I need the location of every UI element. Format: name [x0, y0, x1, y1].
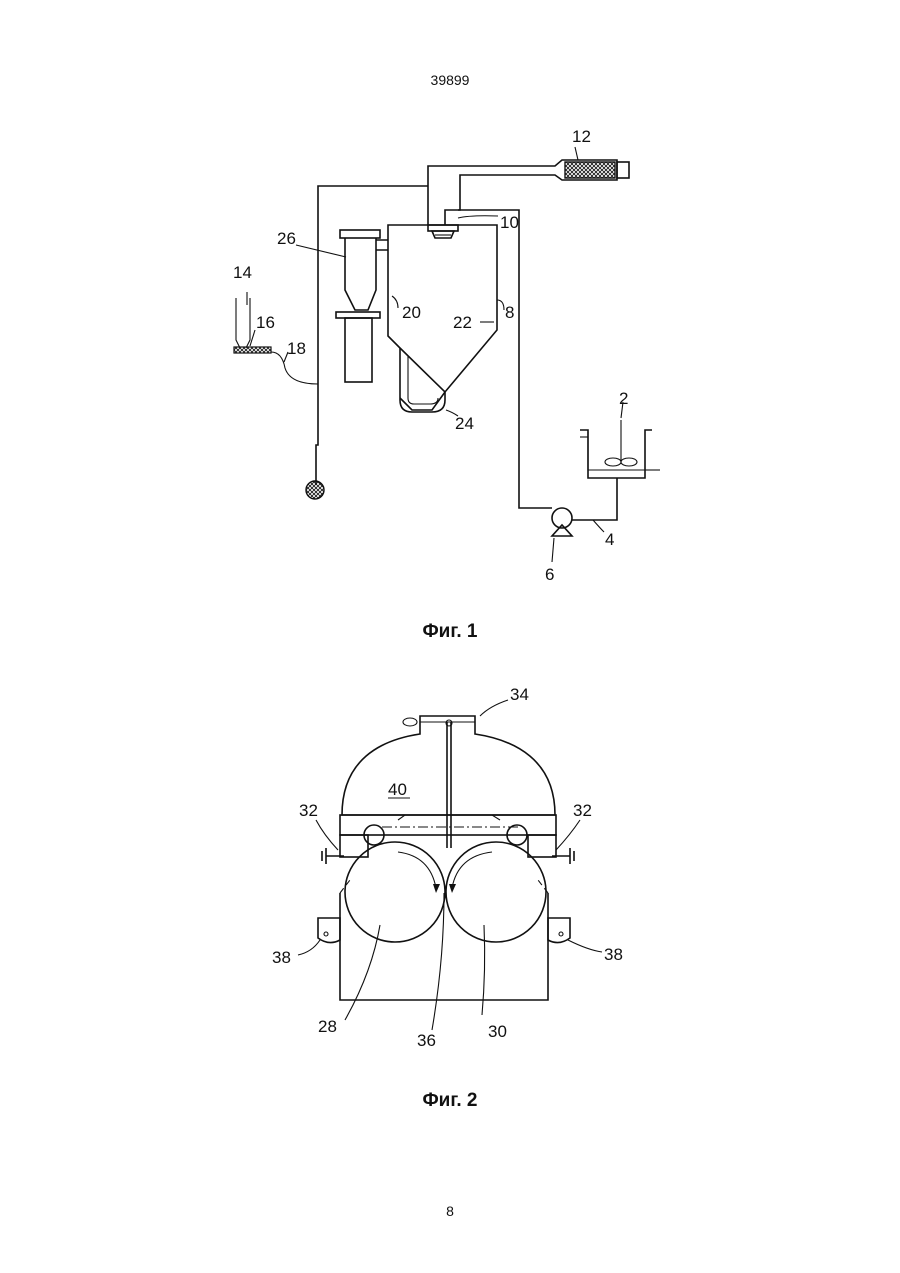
label-32-right: 32 — [573, 801, 592, 820]
label-10: 10 — [500, 213, 519, 232]
label-26: 26 — [277, 229, 296, 248]
label-4: 4 — [605, 530, 614, 549]
label-40: 40 — [388, 780, 407, 799]
atomizer-nozzle — [428, 225, 458, 238]
filter-element — [565, 162, 615, 178]
label-8: 8 — [505, 303, 514, 322]
label-18: 18 — [287, 339, 306, 358]
leader-lines-fig2 — [298, 700, 602, 1030]
label-28: 28 — [318, 1017, 337, 1036]
drum-roll-right — [446, 842, 546, 942]
page-number: 8 — [0, 1203, 900, 1219]
label-22: 22 — [453, 313, 472, 332]
feed-pump — [552, 508, 572, 536]
label-38-right: 38 — [604, 945, 623, 964]
drum-roll-left — [345, 842, 445, 942]
label-32-left: 32 — [299, 801, 318, 820]
cyclone — [336, 230, 388, 382]
collector-bulb — [306, 481, 324, 499]
figure-1-diagram: 12 10 26 14 16 18 20 22 8 24 2 4 6 — [0, 0, 900, 600]
figure-1-caption: Фиг. 1 — [0, 621, 900, 643]
figure-2-diagram: 34 40 32 32 38 38 28 30 36 — [0, 660, 900, 1080]
label-34: 34 — [510, 685, 529, 704]
label-12: 12 — [572, 127, 591, 146]
label-24: 24 — [455, 414, 474, 433]
chamber-bottom-cone — [400, 392, 445, 410]
feed-tank — [580, 420, 660, 478]
drying-hood — [342, 716, 555, 848]
label-2: 2 — [619, 389, 628, 408]
mounting-bracket-left — [318, 918, 340, 943]
label-14: 14 — [233, 263, 252, 282]
figure-2-caption: Фиг. 2 — [0, 1090, 900, 1112]
label-20: 20 — [402, 303, 421, 322]
label-38-left: 38 — [272, 948, 291, 967]
label-16: 16 — [256, 313, 275, 332]
label-30: 30 — [488, 1022, 507, 1041]
tank-outlet-line — [572, 478, 617, 520]
label-6: 6 — [545, 565, 554, 584]
mounting-bracket-right — [548, 918, 570, 943]
label-36: 36 — [417, 1031, 436, 1050]
